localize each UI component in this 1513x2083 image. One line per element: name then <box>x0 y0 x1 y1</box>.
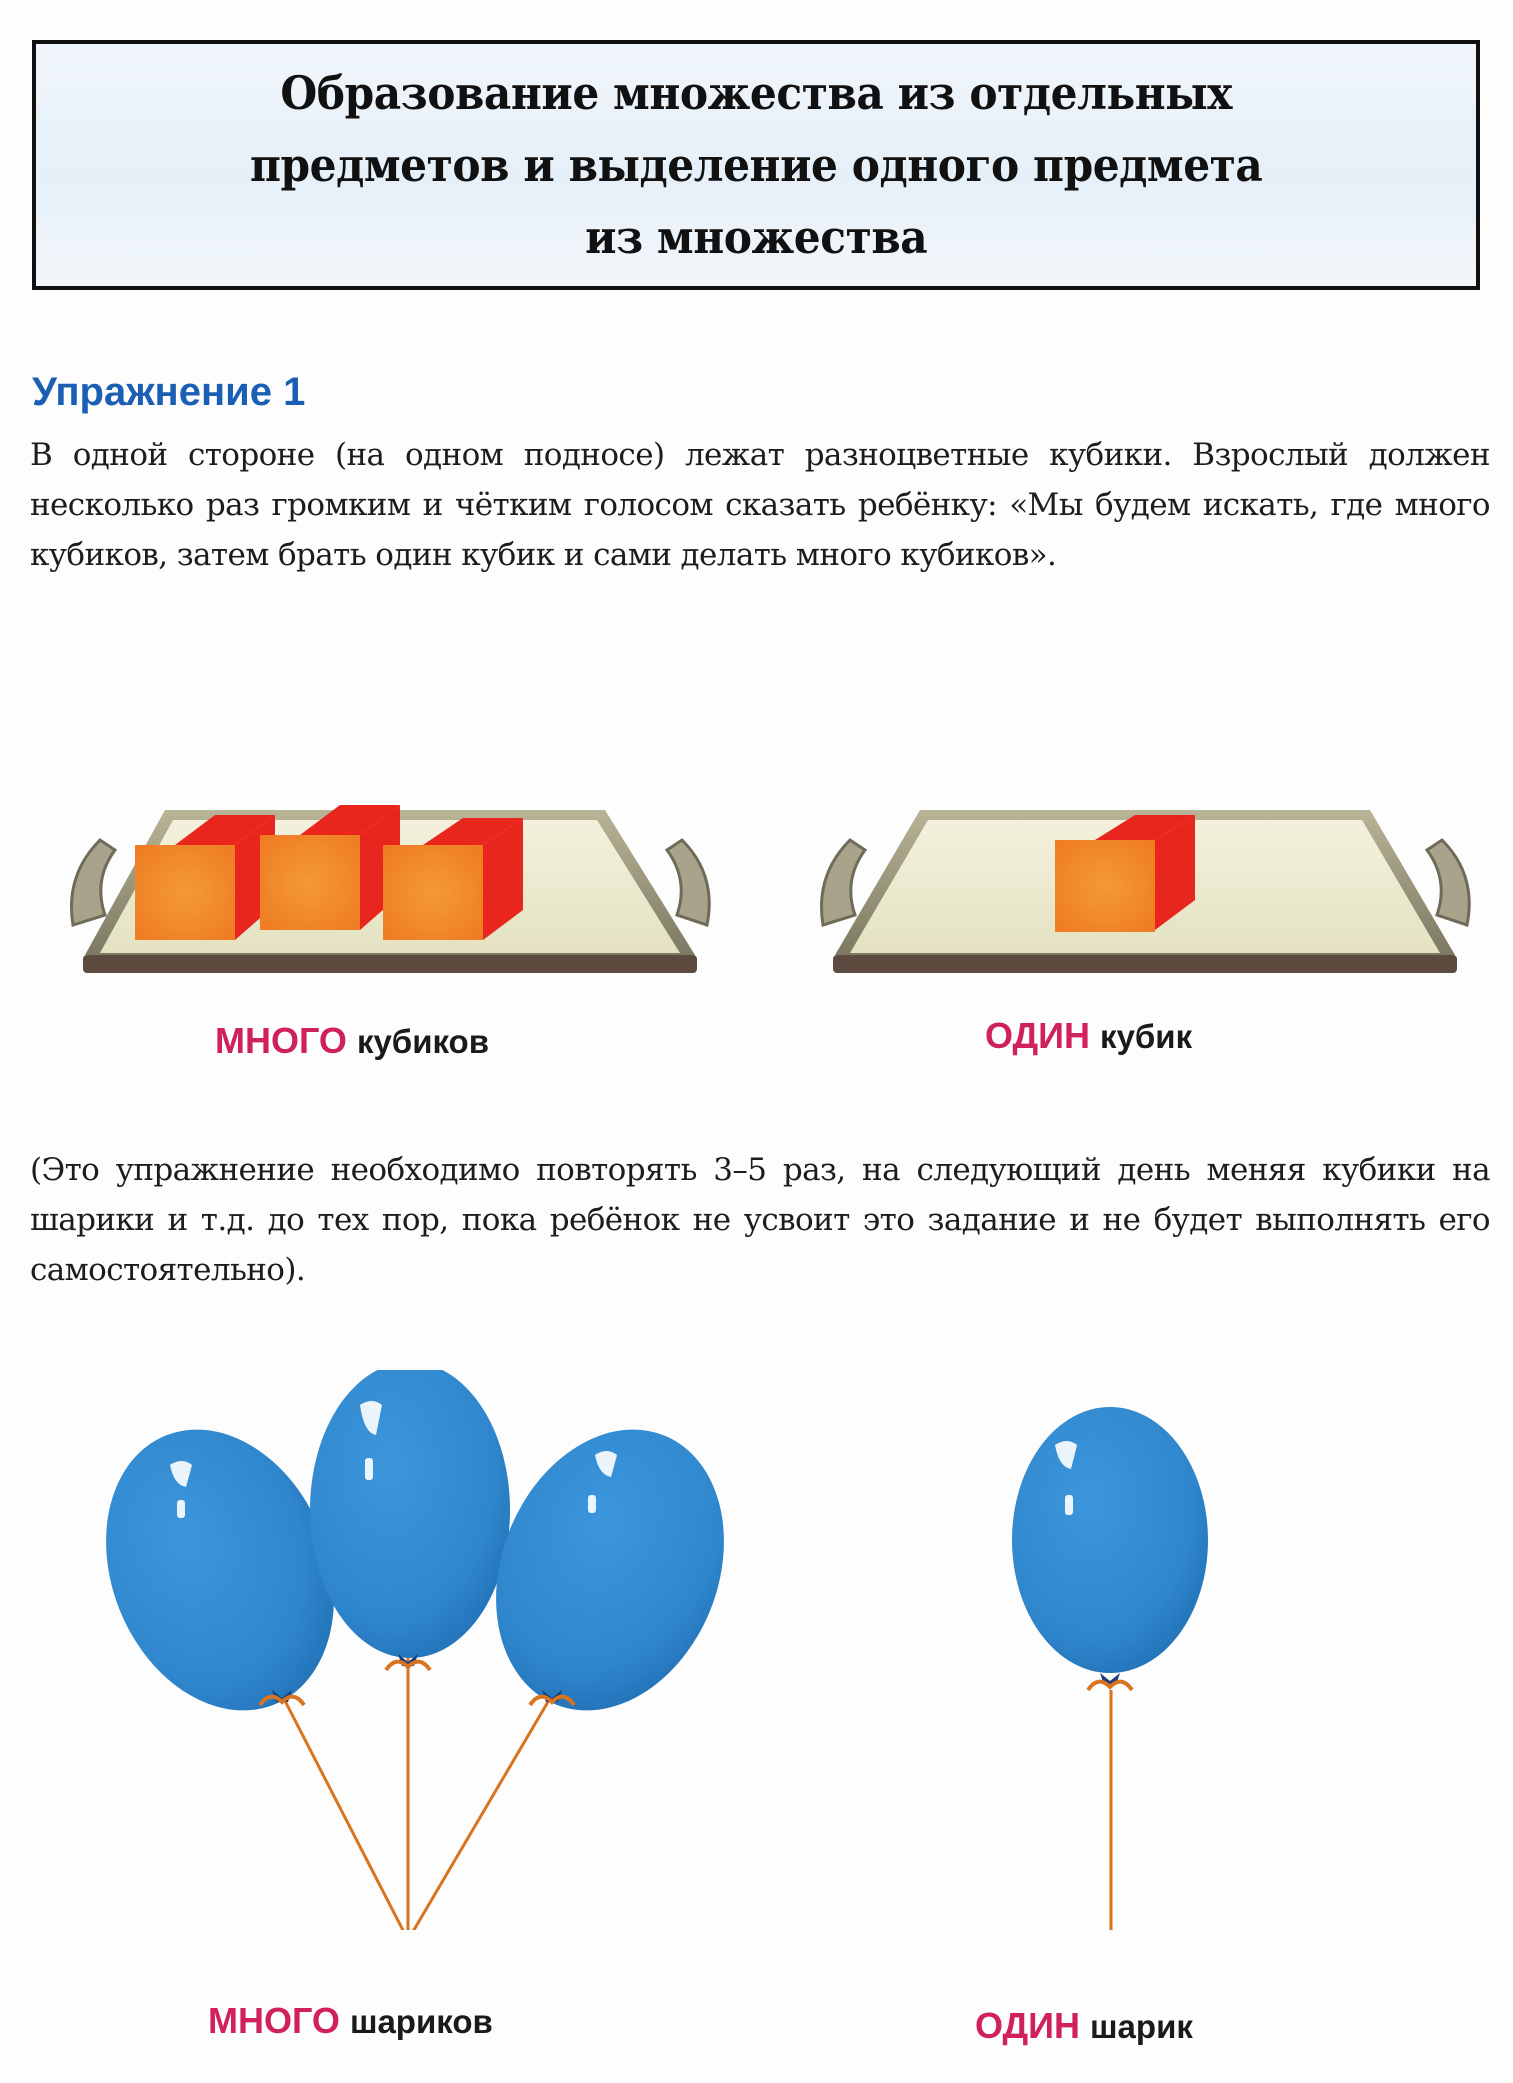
cube-icon <box>383 818 523 940</box>
exercise-note: (Это упражнение необходимо повторять 3–5… <box>30 1152 1491 1288</box>
exercise-instructions: В одной стороне (на одном подносе) лежат… <box>30 437 1491 573</box>
page-title: Образование множества из отдельных предм… <box>249 66 1263 264</box>
cube-icon <box>260 805 400 930</box>
balloon-icon <box>1012 1407 1208 1692</box>
balloon-icon <box>496 1429 724 1711</box>
title-banner: Образование множества из отдельных предм… <box>32 40 1480 290</box>
many-balloons-illustration <box>106 1370 724 1930</box>
balloon-icon <box>310 1370 510 1672</box>
tray-many-cubes-illustration <box>70 805 711 973</box>
exercise-heading: Упражнение 1 <box>32 370 306 414</box>
tray-one-cube-illustration <box>820 810 1471 973</box>
one-balloon-illustration <box>1012 1407 1208 1930</box>
cube-icon <box>1055 815 1195 932</box>
balloon-icon <box>106 1429 334 1711</box>
